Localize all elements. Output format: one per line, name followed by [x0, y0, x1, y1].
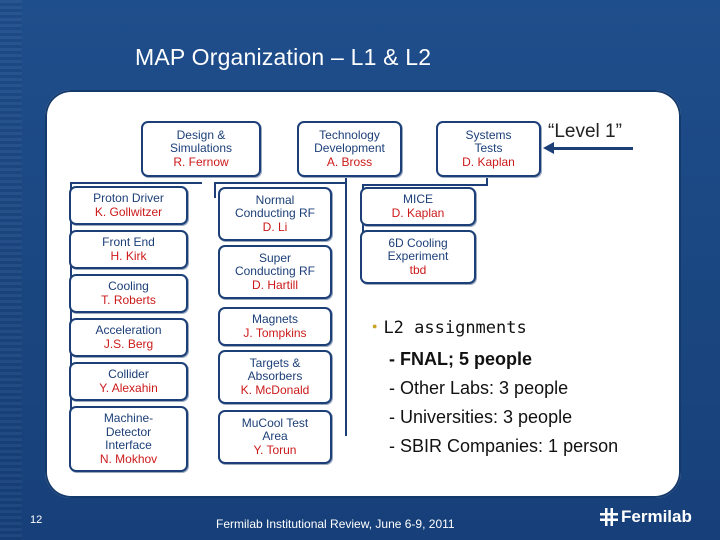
- box-normal-conducting-rf: Normal Conducting RF D. Li: [218, 187, 332, 241]
- box-name: K. McDonald: [240, 382, 310, 397]
- connector-systems-drop: [486, 174, 488, 186]
- box-title: Technology Development: [314, 127, 385, 156]
- left-texture-strip: [0, 0, 22, 540]
- box-front-end: Front End H. Kirk: [69, 230, 188, 269]
- box-name: D. Hartill: [251, 277, 298, 292]
- box-title: Targets & Absorbers: [247, 355, 303, 384]
- assignments-heading: L2 assignments: [383, 318, 527, 338]
- box-title: Proton Driver: [93, 191, 164, 205]
- box-super-conducting-rf: Super Conducting RF D. Hartill: [218, 245, 332, 299]
- assignment-item: - SBIR Companies: 1 person: [389, 436, 619, 456]
- assignment-item: - Universities: 3 people: [389, 407, 573, 427]
- assignments-items: - FNAL; 5 people - Other Labs: 3 people …: [372, 345, 618, 461]
- bullet-icon: ●: [372, 321, 378, 331]
- assignment-item: - FNAL; 5 people: [389, 349, 532, 369]
- box-title: Front End: [102, 235, 155, 249]
- box-title: Collider: [108, 367, 149, 381]
- box-name: H. Kirk: [110, 248, 147, 263]
- level1-label: “Level 1”: [548, 121, 622, 142]
- box-name: D. Kaplan: [462, 154, 515, 169]
- box-targets-absorbers: Targets & Absorbers K. McDonald: [218, 350, 332, 404]
- assignments-heading-row: ● L2 assignments: [372, 313, 618, 345]
- box-title: Systems Tests: [465, 127, 512, 156]
- connector-tech-trunk: [345, 176, 347, 436]
- box-title: Cooling: [108, 279, 149, 293]
- box-name: K. Gollwitzer: [94, 204, 163, 219]
- box-title: Normal Conducting RF: [234, 192, 316, 221]
- fermilab-logo-icon: [600, 508, 618, 526]
- level1-arrow-shaft: [553, 147, 633, 150]
- box-magnets: Magnets J. Tompkins: [218, 307, 332, 346]
- box-name: Y. Alexahin: [99, 380, 158, 395]
- box-name: A. Bross: [326, 154, 373, 169]
- box-name: R. Fernow: [173, 154, 229, 169]
- box-name: Y. Torun: [253, 442, 297, 457]
- box-title: Design & Simulations: [169, 127, 233, 156]
- box-mice: MICE D. Kaplan: [360, 187, 476, 226]
- box-systems-tests: Systems Tests D. Kaplan: [436, 121, 541, 177]
- connector-tech-top: [214, 182, 347, 184]
- box-title: 6D Cooling Experiment: [387, 235, 449, 264]
- box-title: Machine-Detector Interface: [103, 411, 154, 452]
- box-name: J. Tompkins: [243, 325, 307, 340]
- slide-title: MAP Organization – L1 & L2: [135, 44, 432, 70]
- level1-arrow-head: [543, 142, 554, 154]
- box-name: D. Li: [262, 219, 288, 234]
- box-collider: Collider Y. Alexahin: [69, 362, 188, 401]
- box-title: Acceleration: [95, 323, 162, 337]
- box-6d-cooling-experiment: 6D Cooling Experiment tbd: [360, 230, 476, 284]
- assignment-item: - Other Labs: 3 people: [389, 378, 569, 398]
- box-name: N. Mokhov: [99, 451, 158, 466]
- box-mucool-test-area: MuCool Test Area Y. Torun: [218, 410, 332, 464]
- box-cooling: Cooling T. Roberts: [69, 274, 188, 313]
- box-title: MICE: [403, 192, 433, 206]
- box-name: D. Kaplan: [391, 205, 445, 220]
- box-title: Magnets: [251, 312, 299, 326]
- page-number: 12: [30, 514, 43, 526]
- box-title: Super Conducting RF: [234, 250, 316, 279]
- connector-design-top: [70, 182, 202, 184]
- box-technology-development: Technology Development A. Bross: [297, 121, 402, 177]
- box-acceleration: Acceleration J.S. Berg: [69, 318, 188, 357]
- box-name: tbd: [409, 262, 427, 277]
- box-design-simulations: Design & Simulations R. Fernow: [141, 121, 261, 177]
- box-name: J.S. Berg: [103, 336, 154, 351]
- fermilab-logo: Fermilab: [600, 507, 692, 527]
- box-title: MuCool Test Area: [241, 415, 309, 444]
- assignments-list: ● L2 assignments - FNAL; 5 people - Other…: [372, 313, 618, 461]
- box-machine-detector-interface: Machine-Detector Interface N. Mokhov: [69, 406, 188, 472]
- connector-systems-branch: [362, 184, 488, 186]
- box-name: T. Roberts: [101, 292, 156, 307]
- footer-text: Fermilab Institutional Review, June 6-9,…: [216, 517, 455, 531]
- connector-tech-left-drop: [214, 182, 216, 198]
- connector-design-trunk: [70, 182, 72, 444]
- logo-text: Fermilab: [621, 507, 692, 526]
- box-proton-driver: Proton Driver K. Gollwitzer: [69, 186, 188, 225]
